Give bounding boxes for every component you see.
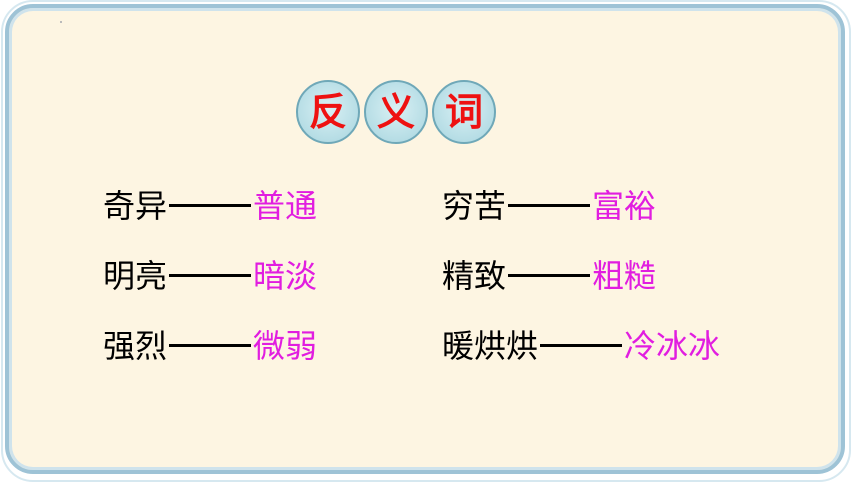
word: 强烈 bbox=[103, 327, 168, 365]
word: 奇异 bbox=[103, 187, 168, 225]
dash-separator bbox=[508, 274, 591, 277]
antonym-pair-6: 暖烘烘 冷冰冰 bbox=[442, 326, 720, 366]
title-char-3: 词 bbox=[432, 80, 496, 144]
decorative-dot bbox=[60, 21, 62, 23]
antonym-pair-3: 强烈 微弱 bbox=[103, 326, 317, 366]
antonym: 粗糙 bbox=[592, 257, 657, 295]
antonym-pair-4: 穷苦 富裕 bbox=[442, 186, 656, 226]
title-char-2: 义 bbox=[364, 80, 428, 144]
dash-separator bbox=[169, 204, 252, 207]
word: 暖烘烘 bbox=[442, 327, 539, 365]
antonym: 暗淡 bbox=[253, 257, 318, 295]
dash-separator bbox=[508, 204, 591, 207]
antonym-pair-2: 明亮 暗淡 bbox=[103, 256, 317, 296]
dash-separator bbox=[169, 274, 252, 277]
word: 精致 bbox=[442, 257, 507, 295]
antonym-pair-5: 精致 粗糙 bbox=[442, 256, 656, 296]
antonym: 微弱 bbox=[253, 327, 318, 365]
page-title: 反 义 词 bbox=[296, 80, 496, 144]
dash-separator bbox=[169, 344, 252, 347]
dash-separator bbox=[540, 344, 623, 347]
antonym: 富裕 bbox=[592, 187, 657, 225]
antonym: 普通 bbox=[253, 187, 318, 225]
word: 穷苦 bbox=[442, 187, 507, 225]
antonym-pair-1: 奇异 普通 bbox=[103, 186, 317, 226]
title-char-1: 反 bbox=[296, 80, 360, 144]
word: 明亮 bbox=[103, 257, 168, 295]
content-panel bbox=[5, 4, 845, 474]
antonym: 冷冰冰 bbox=[624, 327, 721, 365]
